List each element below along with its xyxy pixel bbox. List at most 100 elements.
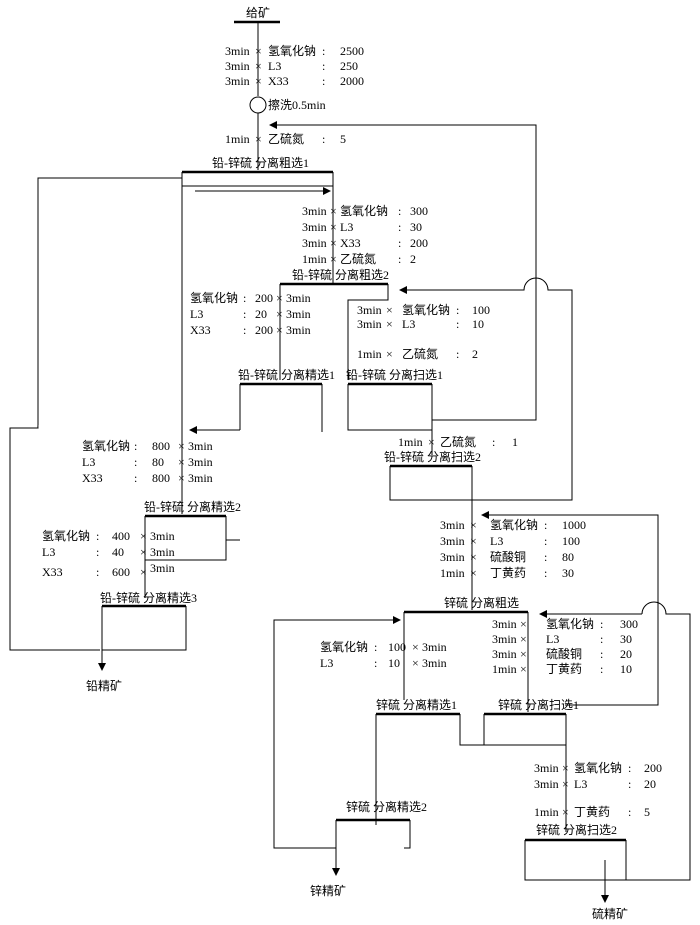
reagent-name: L3 bbox=[320, 656, 333, 670]
cross-mark: × bbox=[412, 640, 419, 654]
cross-mark: × bbox=[276, 323, 283, 337]
reagent-time: 1min bbox=[534, 805, 559, 819]
op-zinc-rougher: 锌硫 分离粗选 bbox=[404, 595, 528, 614]
op-cell bbox=[389, 466, 473, 501]
reagent-name: L3 bbox=[190, 307, 203, 321]
reagent-name: L3 bbox=[340, 220, 353, 234]
reagent-dose: 200 bbox=[644, 761, 662, 775]
reagent-time: 1min bbox=[225, 132, 250, 146]
cross-mark: × bbox=[412, 656, 419, 670]
cross-mark: × bbox=[428, 435, 435, 449]
cross-mark: × bbox=[470, 550, 477, 564]
op-label: 铅-锌硫 分离精选3 bbox=[100, 590, 197, 605]
op-cell bbox=[347, 384, 433, 431]
reagent-dose: 200 bbox=[255, 323, 273, 337]
colon: : bbox=[322, 59, 325, 73]
reagent-name: 硫酸铜 bbox=[546, 646, 582, 661]
colon: : bbox=[134, 471, 137, 485]
reagent-name: 氢氧化钠 bbox=[82, 438, 130, 453]
colon: : bbox=[322, 74, 325, 88]
colon: : bbox=[398, 220, 401, 234]
cross-mark: × bbox=[276, 307, 283, 321]
reagent-time: 3min bbox=[150, 529, 175, 543]
op-scavenger-1: 铅-锌硫 分离扫选1 bbox=[346, 367, 443, 431]
cross-mark: × bbox=[178, 439, 185, 453]
reagent-dose: 2000 bbox=[340, 74, 364, 88]
reagent-name: X33 bbox=[42, 565, 63, 579]
cross-mark: × bbox=[178, 455, 185, 469]
op-cleaner-1: 铅-锌硫 分离精选1 bbox=[238, 367, 335, 432]
zc2-recycle-line bbox=[273, 616, 401, 849]
reagent-dose: 1 bbox=[512, 435, 518, 449]
op-label: 锌硫 分离精选2 bbox=[346, 799, 427, 814]
colon: : bbox=[544, 534, 547, 548]
op-zinc-scavenger-2: 锌硫 分离扫选2 bbox=[524, 822, 627, 881]
reagent-dose: 10 bbox=[472, 317, 484, 331]
op-cell bbox=[144, 516, 227, 561]
reagent-dose: 20 bbox=[644, 777, 656, 791]
reagent-name: 氢氧化钠 bbox=[320, 639, 368, 654]
reagent-name: L3 bbox=[490, 534, 503, 548]
reagent-name: L3 bbox=[546, 632, 559, 646]
reagent-group-c3: 氢氧化钠 : 400 × 3min L3 : 40 × 3min X33 : 6… bbox=[42, 528, 175, 579]
reagent-time: 3min bbox=[440, 518, 465, 532]
reagent-time: 3min bbox=[302, 220, 327, 234]
op-zinc-cleaner-2: 锌硫 分离精选2 bbox=[335, 799, 427, 848]
cross-mark: × bbox=[330, 252, 337, 266]
colon: : bbox=[492, 435, 495, 449]
reagent-time: 3min bbox=[286, 307, 311, 321]
reagent-dose: 30 bbox=[562, 566, 574, 580]
op-rougher-1: 铅-锌硫 分离粗选1 bbox=[181, 155, 334, 187]
reagent-dose: 10 bbox=[620, 662, 632, 676]
reagent-dose: 100 bbox=[562, 534, 580, 548]
op-label: 锌硫 分离粗选 bbox=[444, 595, 519, 610]
cross-mark: × bbox=[255, 44, 262, 58]
cross-mark: × bbox=[520, 632, 527, 646]
colon: : bbox=[243, 323, 246, 337]
reagent-name: 氢氧化钠 bbox=[340, 203, 388, 218]
cross-mark: × bbox=[562, 761, 569, 775]
reagent-dose: 2500 bbox=[340, 44, 364, 58]
colon: : bbox=[628, 805, 631, 819]
reagent-name: X33 bbox=[82, 471, 103, 485]
cross-mark: × bbox=[140, 529, 147, 543]
cross-mark: × bbox=[255, 59, 262, 73]
cross-mark: × bbox=[140, 565, 147, 579]
cross-mark: × bbox=[520, 662, 527, 676]
reagent-time: 3min bbox=[492, 617, 517, 631]
reagent-time: 1min bbox=[492, 662, 517, 676]
reagent-name: 氢氧化钠 bbox=[546, 616, 594, 631]
reagent-time: 3min bbox=[150, 545, 175, 559]
reagent-dose: 1000 bbox=[562, 518, 586, 532]
op-cell bbox=[459, 714, 484, 746]
reagent-group-zr: 3min × 氢氧化钠 : 1000 3min × L3 : 100 3min … bbox=[440, 517, 586, 580]
colon: : bbox=[96, 545, 99, 559]
s2-recycle-line bbox=[399, 277, 573, 501]
reagent-name: 丁黄药 bbox=[574, 805, 610, 819]
reagent-time: 3min bbox=[440, 550, 465, 564]
op-label: 铅-锌硫 分离粗选2 bbox=[292, 267, 389, 282]
reagent-name: 硫酸铜 bbox=[490, 549, 526, 564]
cross-mark: × bbox=[386, 317, 393, 331]
reagent-name: 氢氧化钠 bbox=[402, 302, 450, 317]
reagent-time: 3min bbox=[302, 236, 327, 250]
reagent-time: 3min bbox=[440, 534, 465, 548]
op-cleaner-2: 铅-锌硫 分离精选2 bbox=[144, 499, 241, 561]
colon: : bbox=[544, 550, 547, 564]
reagent-dose: 30 bbox=[410, 220, 422, 234]
reagent-name: L3 bbox=[574, 777, 587, 791]
colon: : bbox=[628, 761, 631, 775]
colon: : bbox=[96, 565, 99, 579]
reagent-time: 3min bbox=[422, 656, 447, 670]
cross-mark: × bbox=[330, 236, 337, 250]
reagent-dose: 100 bbox=[388, 640, 406, 654]
colon: : bbox=[134, 439, 137, 453]
reagent-time: 1min bbox=[440, 566, 465, 580]
reagent-name: 乙硫氮 bbox=[440, 434, 476, 449]
reagent-group-zs2: 3min × 氢氧化钠 : 200 3min × L3 : 20 1min × … bbox=[534, 760, 662, 819]
reagent-group-zs1: 3min × 氢氧化钠 : 300 3min × L3 : 30 3min × … bbox=[492, 616, 638, 676]
cross-mark: × bbox=[386, 347, 393, 361]
reagent-name: 氢氧化钠 bbox=[574, 760, 622, 775]
reagent-time: 1min bbox=[398, 435, 423, 449]
reagent-name: L3 bbox=[82, 455, 95, 469]
